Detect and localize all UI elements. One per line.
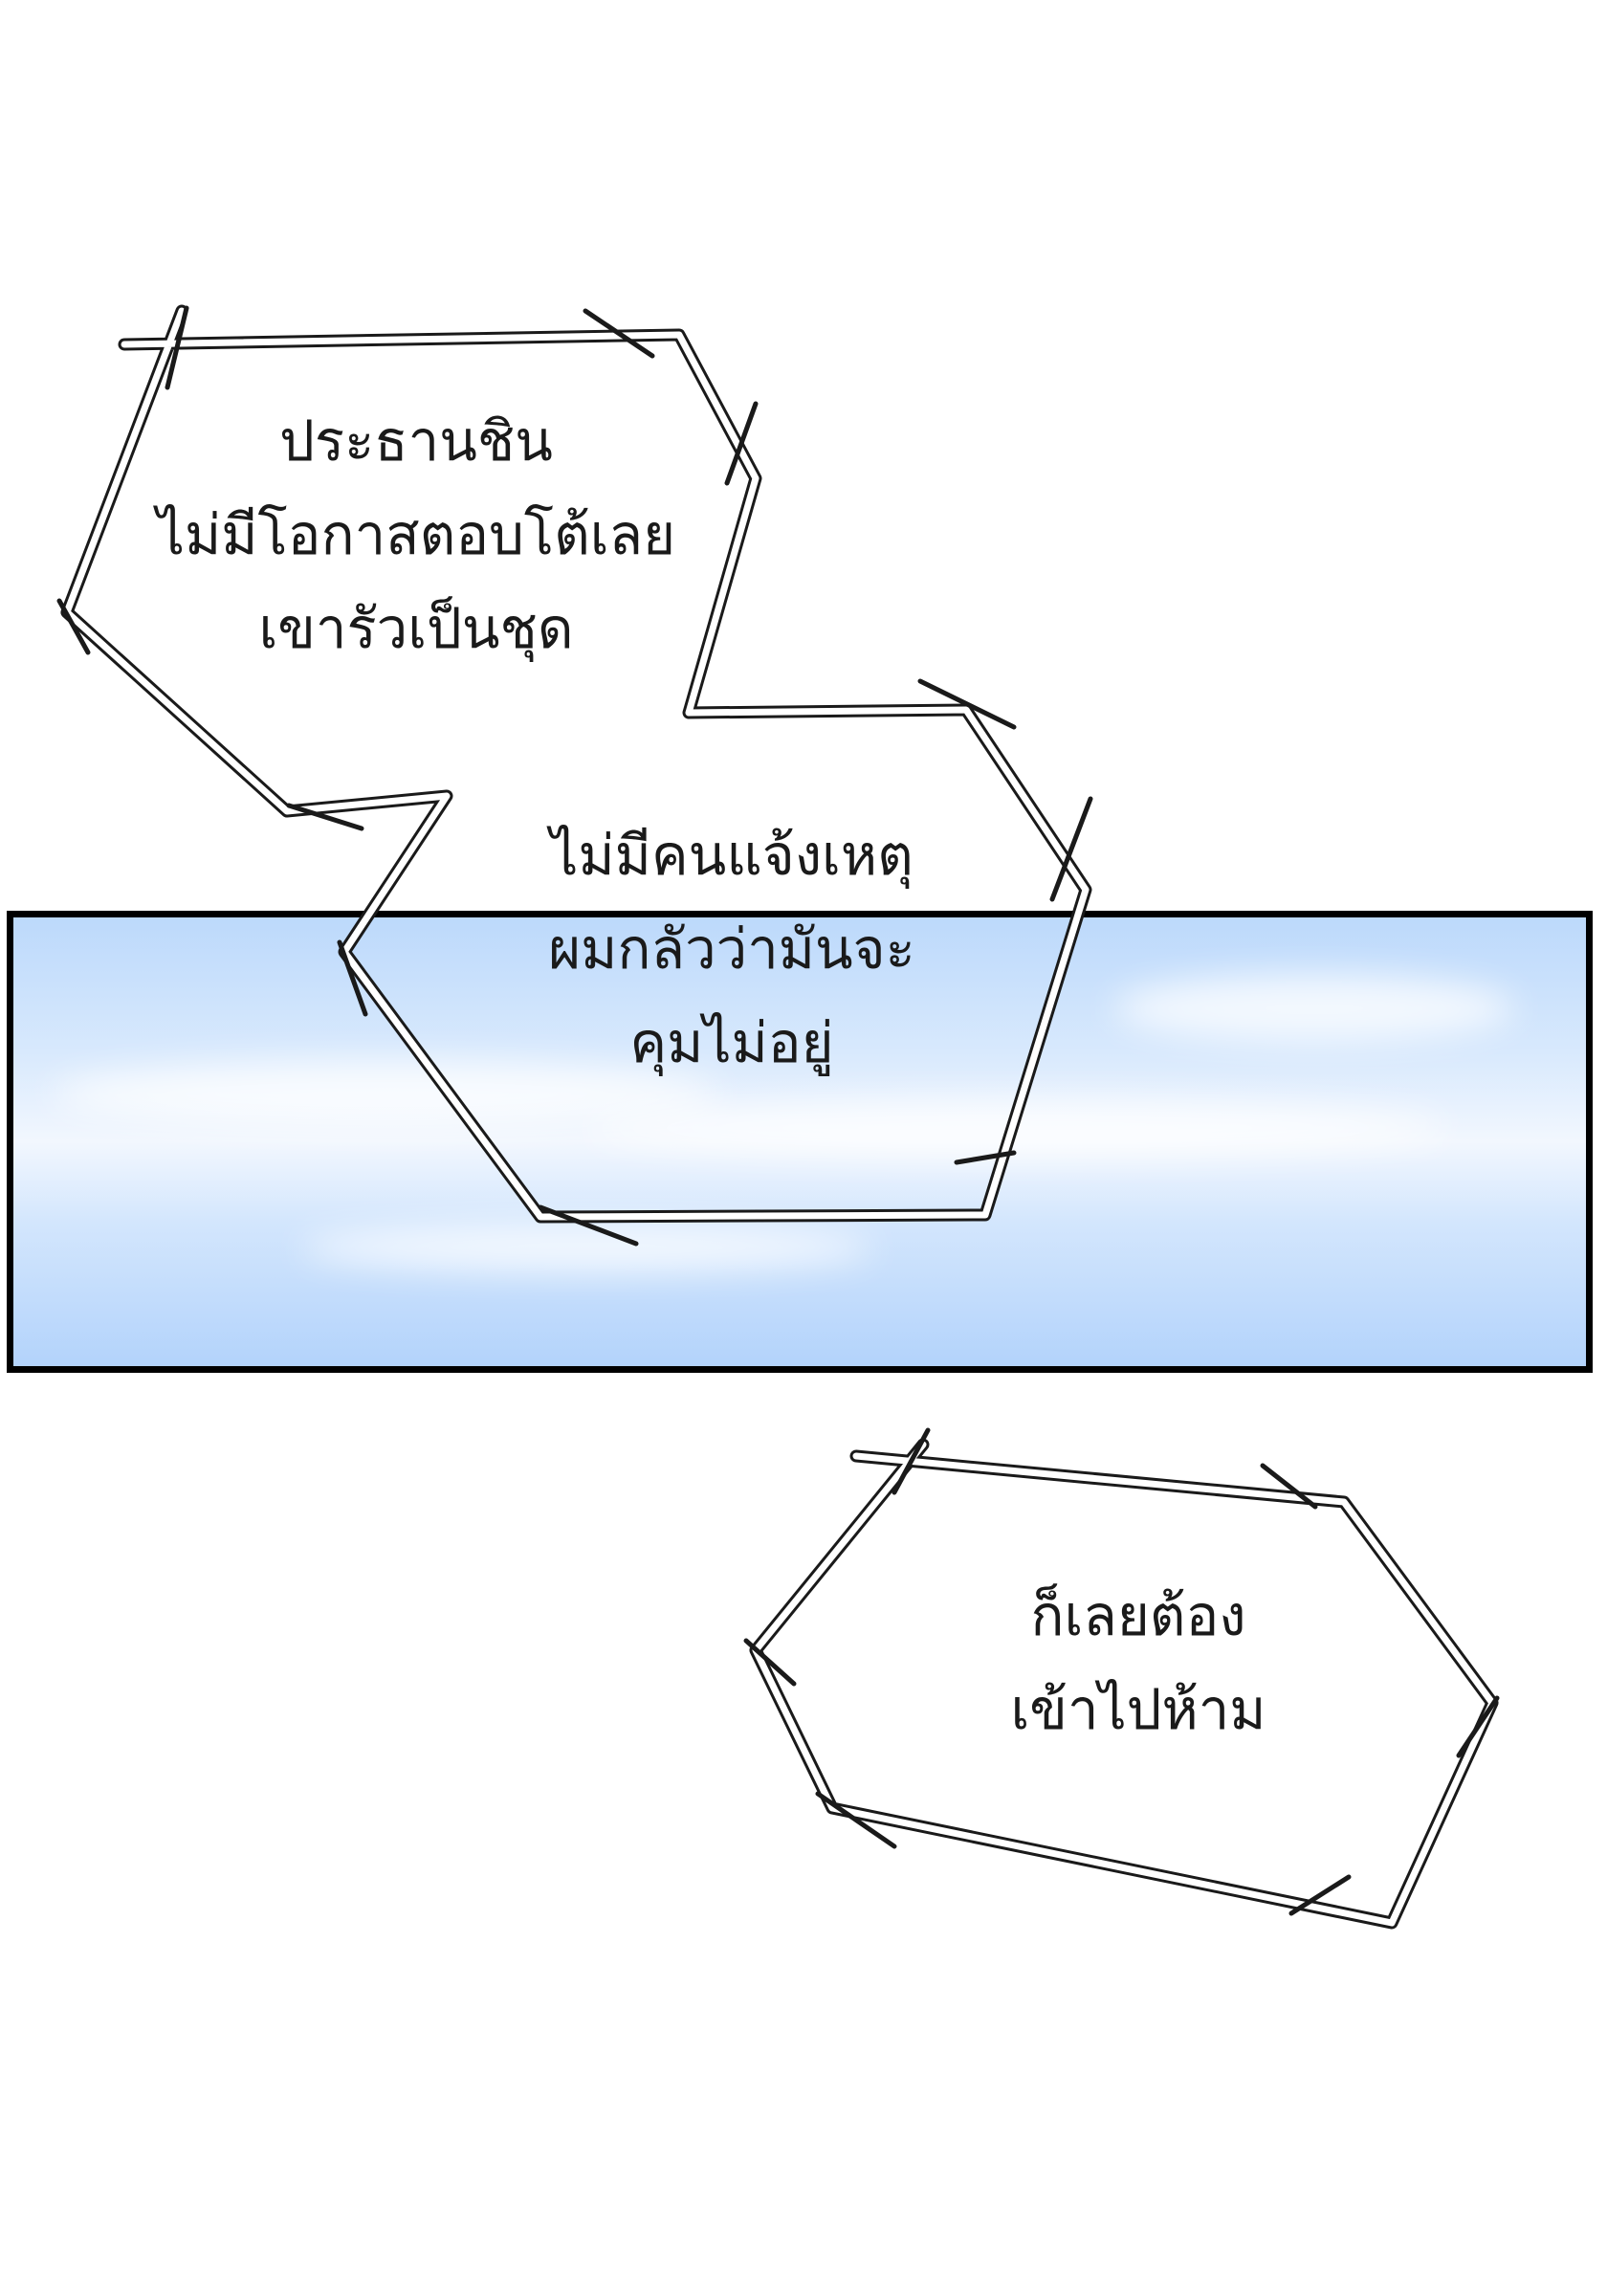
caption-line: ผมกลัวว่ามันจะ [548,916,915,982]
caption-text-1: ประธานชิน ไม่มีโอกาสตอบโต้เลย เขารัวเป็น… [124,394,708,675]
caption-line: ไม่มีคนแจ้งเหตุ [550,823,914,888]
caption-text-3: ก็เลยต้อง เข้าไปห้าม [957,1569,1320,1756]
frame-cross-marks-bottom [743,1427,1500,1916]
cloud-glow [300,1224,874,1271]
caption-line: เขารัวเป็นชุด [258,596,574,661]
caption-line: เข้าไปห้าม [1010,1677,1266,1742]
caption-line: ไม่มีโอกาสตอบโต้เลย [156,502,676,567]
caption-text-2: ไม่มีคนแจ้งเหตุ ผมกลัวว่ามันจะ คุมไม่อยู… [497,808,966,1090]
caption-line: คุมไม่อยู่ [629,1010,834,1075]
caption-line: ก็เลยต้อง [1030,1583,1246,1648]
caption-line: ประธานชิน [279,408,553,474]
cloud-glow [1113,975,1515,1042]
cloud-glow [52,1061,721,1128]
sky-panel [7,911,1593,1373]
frame-cross-marks [56,305,1093,1247]
caption-frame-top-inner [63,307,1090,1221]
